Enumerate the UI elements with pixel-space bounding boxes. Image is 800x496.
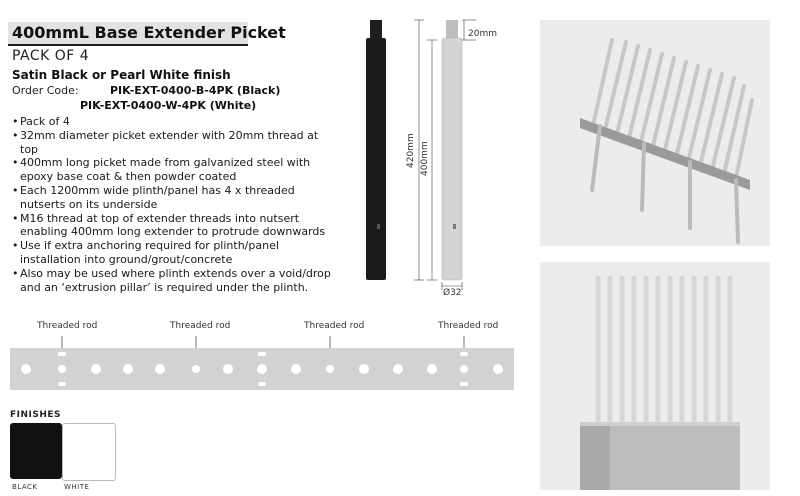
threaded-rod-label: Threaded rod: [37, 321, 98, 331]
picket-drawing: [366, 19, 476, 290]
threaded-rod-label: Threaded rod: [304, 321, 365, 331]
picket-length-dimension: 400mm: [420, 141, 430, 176]
total-length-dimension: 420mm: [406, 133, 416, 168]
feature-item: M16 thread at top of extender threads in…: [12, 212, 332, 240]
threaded-rod-label: Threaded rod: [170, 321, 231, 331]
feature-item: Each 1200mm wide plinth/panel has 4 x th…: [12, 184, 332, 212]
black-picket-body: [366, 38, 386, 280]
black-picket-thread: [370, 20, 382, 40]
white-picket-body: [441, 37, 463, 281]
feature-item: Use if extra anchoring required for plin…: [12, 239, 332, 267]
threaded-rod-label: Threaded rod: [438, 321, 499, 331]
title-bar: [8, 22, 248, 46]
order-code-black: PIK-EXT-0400-B-4PK (Black): [110, 84, 281, 97]
finishes-title: FINISHES: [10, 410, 62, 420]
product-title: 400mmL Base Extender Picket: [12, 23, 286, 42]
feature-item: Pack of 4: [12, 115, 332, 129]
order-code-white: PIK-EXT-0400-W-4PK (White): [80, 99, 257, 112]
black-swatch-label: BLACK: [12, 483, 38, 491]
white-picket-thread: [446, 20, 458, 40]
panel-render-photo: [540, 20, 770, 246]
pack-quantity: PACK OF 4: [12, 48, 90, 64]
white-swatch-label: WHITE: [64, 483, 90, 491]
feature-item: 32mm diameter picket extender with 20mm …: [12, 129, 332, 157]
feature-list: Pack of 4 32mm diameter picket extender …: [12, 115, 332, 294]
installed-panel-photo: [540, 262, 770, 490]
order-code-label: Order Code:: [12, 84, 79, 97]
feature-item: 400mm long picket made from galvanized s…: [12, 156, 332, 184]
finish-description: Satin Black or Pearl White finish: [12, 68, 231, 82]
thread-dimension: 20mm: [468, 29, 497, 39]
diameter-dimension: Ø32: [443, 288, 462, 298]
white-swatch: [62, 423, 116, 481]
plinth-bar: [10, 336, 514, 390]
feature-item: Also may be used where plinth extends ov…: [12, 267, 332, 295]
black-swatch: [10, 423, 62, 479]
